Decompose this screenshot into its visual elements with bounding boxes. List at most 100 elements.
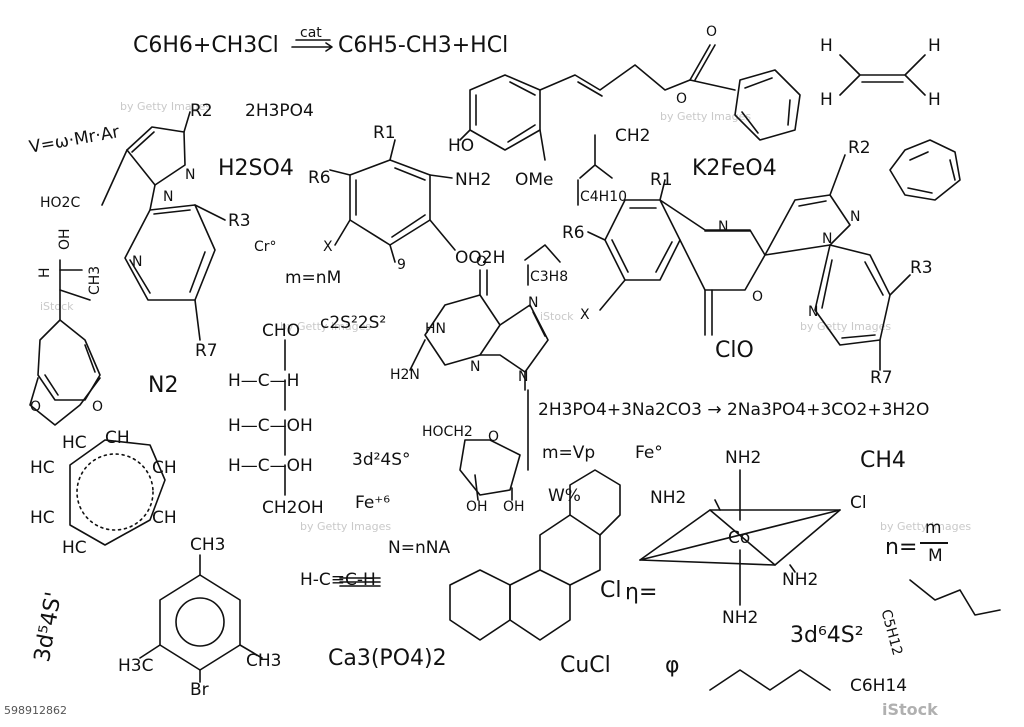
label-oh-r1: OH xyxy=(466,499,488,515)
label-hoch2: HOCH2 xyxy=(422,424,473,440)
label-n-c: N xyxy=(132,254,143,270)
label-r2-left: R2 xyxy=(190,101,213,121)
aniline-ring xyxy=(349,159,431,246)
label-h-c-oh-1: H—C—OH xyxy=(228,416,313,436)
cyclo-ring xyxy=(69,439,166,546)
label-nh2-mid: NH2 xyxy=(455,170,492,190)
label-oo2h: OO2H xyxy=(455,248,506,268)
label-h2n: H2N xyxy=(390,367,420,383)
n-nna-label: N=nNA xyxy=(388,538,451,558)
label-x-right: X xyxy=(580,307,590,323)
k2feo4-label: K2FeO4 xyxy=(692,156,777,181)
eta-label: η= xyxy=(625,580,658,605)
label-hn: HN xyxy=(425,321,446,337)
pyrazole-ring xyxy=(126,126,186,186)
label-ch3-top: CH3 xyxy=(190,535,226,555)
fraction-bar xyxy=(920,542,948,544)
label-br: Br xyxy=(190,680,209,700)
label-nh2-left: NH2 xyxy=(650,488,687,508)
label-cl-co: Cl xyxy=(850,493,867,513)
label-n-g2: N xyxy=(470,359,481,375)
label-ho: HO xyxy=(448,136,475,156)
ethylene-h-tl: H xyxy=(820,36,833,56)
h3po4-label: 2H3PO4 xyxy=(245,101,314,121)
label-h-c-h: H—C—H xyxy=(228,371,300,391)
m-nm-label: m=nM xyxy=(285,268,342,288)
reaction-products: C6H5-CH3+HCl xyxy=(338,33,509,58)
hexane-zigzag xyxy=(709,669,831,691)
phenanthrene-b xyxy=(509,569,571,641)
n-fraction-bottom: M xyxy=(928,546,943,566)
watermark: iStock xyxy=(40,300,74,313)
watermark: by Getty Images xyxy=(280,320,372,333)
stock-id: 598912862 xyxy=(4,704,67,717)
label-r1-right: R1 xyxy=(650,170,673,190)
ca3po4-label: Ca3(PO4)2 xyxy=(328,646,447,671)
c3h8-label: C3H8 xyxy=(530,269,569,285)
d2-label: 3d²4S° xyxy=(352,450,411,470)
label-ho2c: HO2C xyxy=(40,195,81,211)
label-x-mid: X xyxy=(323,239,333,255)
label-n-py: N xyxy=(808,304,819,320)
ch4-label: CH4 xyxy=(860,448,906,473)
watermark: by Getty Images xyxy=(800,320,892,333)
label-n-benz: N xyxy=(718,219,729,235)
w-pct-label: W% xyxy=(548,486,581,506)
label-9: 9 xyxy=(397,257,406,273)
label-o-left: O xyxy=(30,399,42,415)
mesityl-ring xyxy=(159,574,241,671)
label-hc-c: HC xyxy=(62,433,87,453)
c4h10-label: C4H10 xyxy=(580,189,628,205)
label-o-ester: O xyxy=(676,91,688,107)
label-cho: CHO xyxy=(262,321,301,341)
label-nh2-right: NH2 xyxy=(782,570,819,590)
benzene-ring xyxy=(889,139,961,201)
label-o-top: O xyxy=(706,24,718,40)
cl-phenanthrene: Cl xyxy=(600,578,622,603)
ethylene xyxy=(839,54,926,96)
d6-label: 3d⁶4S² xyxy=(790,623,864,648)
pyridine-ring-right xyxy=(814,244,891,346)
watermark: iStock xyxy=(540,310,574,323)
n2-label: N2 xyxy=(148,373,179,398)
reaction-arrow xyxy=(291,42,333,52)
label-ch-c: CH xyxy=(152,508,177,528)
label-hc-b: HC xyxy=(30,508,55,528)
phenanthrene-a xyxy=(449,569,511,641)
label-ch3-right: CH3 xyxy=(246,651,282,671)
label-o-benz: O xyxy=(752,289,764,305)
label-r3-right: R3 xyxy=(910,258,933,278)
label-ch-a: CH xyxy=(105,428,130,448)
phenanthrene-c xyxy=(539,514,601,586)
label-ch-b: CH xyxy=(152,458,177,478)
stock-logo: iStock xyxy=(882,700,938,719)
label-n-a: N xyxy=(185,167,196,183)
n-fraction-left: n= xyxy=(885,535,918,560)
fe0-label: Fe° xyxy=(635,443,663,463)
label-nh2-bottom: NH2 xyxy=(722,608,759,628)
watermark: by Getty Images xyxy=(660,110,752,123)
label-nh2-top: NH2 xyxy=(725,448,762,468)
cucl-label: CuCl xyxy=(560,653,611,678)
ch2-label: CH2 xyxy=(615,126,651,146)
label-n-b: N xyxy=(163,189,174,205)
label-o-guanine: O xyxy=(476,254,488,270)
label-o-ribose: O xyxy=(488,429,500,445)
label-h-c-oh-2: H—C—OH xyxy=(228,456,313,476)
pentane-zigzag xyxy=(909,579,1001,616)
label-ch3-vertical: CH3 xyxy=(87,265,103,295)
clo-label: ClO xyxy=(715,338,754,363)
h2so4-label: H2SO4 xyxy=(218,156,294,181)
label-co: Co xyxy=(728,528,751,548)
n-fraction-top: m xyxy=(925,518,942,538)
label-oh-vertical: OH xyxy=(57,228,73,250)
pyridine-ring xyxy=(124,204,216,301)
label-r3-left: R3 xyxy=(228,211,251,231)
label-hc-d: HC xyxy=(62,538,87,558)
m-vp-label: m=Vp xyxy=(542,443,596,463)
label-o-right: O xyxy=(92,399,104,415)
label-n-pz2: N xyxy=(822,231,833,247)
watermark: by Getty Images xyxy=(300,520,392,533)
label-h3c: H3C xyxy=(118,656,154,676)
